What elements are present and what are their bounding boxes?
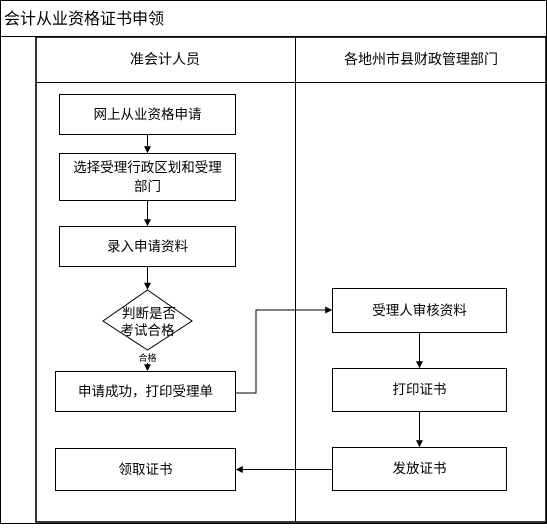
node-apply-success-label: 申请成功，打印受理单 xyxy=(78,383,213,400)
lane-label-applicant: 准会计人员 xyxy=(130,52,200,68)
node-review-label: 受理人审核资料 xyxy=(372,303,467,319)
edge-label-pass: 合格 xyxy=(138,352,156,364)
node-exam-decision-label-1: 判断是否 xyxy=(122,306,176,322)
node-choose-division-label-1: 选择受理行政区划和受理 xyxy=(73,160,222,176)
node-exam-decision xyxy=(102,289,193,351)
node-online-apply xyxy=(59,94,236,135)
node-print-cert-label: 打印证书 xyxy=(393,381,447,398)
lane-label-finance-dept: 各地州市县财政管理部门 xyxy=(344,51,498,68)
node-issue-cert xyxy=(332,447,507,491)
node-choose-division xyxy=(59,153,236,201)
node-enter-data-label: 录入申请资料 xyxy=(107,239,188,255)
node-issue-cert-label: 发放证书 xyxy=(393,461,447,477)
node-choose-division-label-2: 部门 xyxy=(134,179,161,195)
node-online-apply-label: 网上从业资格申请 xyxy=(94,107,202,123)
diagram-title: 会计从业资格证书申领 xyxy=(4,9,164,28)
pool-border xyxy=(35,36,547,523)
node-apply-success xyxy=(55,371,236,412)
node-exam-decision-label-2: 考试合格 xyxy=(121,323,175,339)
node-collect-cert xyxy=(55,448,236,491)
edge-success-to-review xyxy=(235,306,333,394)
node-collect-cert-label: 领取证书 xyxy=(119,462,173,478)
